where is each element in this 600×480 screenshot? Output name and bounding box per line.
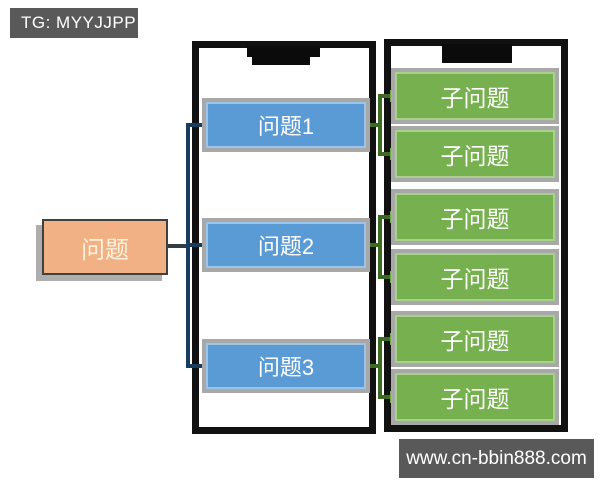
connector-to-subproblem2	[380, 152, 395, 156]
connection-tick	[390, 211, 393, 223]
connector-pair2-trunk	[378, 215, 382, 279]
connector-pair3-trunk	[378, 337, 382, 399]
connector-to-subproblem4	[380, 275, 395, 279]
subproblem-node-3: 子问题	[395, 193, 555, 241]
connector-problem3-out	[366, 364, 380, 368]
connector-problem2-out	[366, 243, 380, 247]
subproblem-node-4: 子问题	[395, 253, 555, 301]
connection-tick	[390, 391, 393, 403]
connector-pair1-trunk	[378, 94, 382, 156]
connection-tick	[390, 148, 393, 160]
redacted-title-bar	[252, 55, 310, 65]
connector-to-subproblem1	[380, 94, 395, 98]
connector-problem1-out	[366, 123, 380, 127]
redacted-title-bar	[442, 44, 512, 63]
subproblem-node-6: 子问题	[395, 373, 555, 421]
root-problem-node: 问题	[42, 219, 168, 275]
problem-node-3: 问题3	[206, 343, 366, 389]
connector-to-problem1	[188, 123, 206, 127]
connection-tick	[390, 90, 393, 102]
connector-to-problem2	[188, 243, 206, 247]
connection-tick	[390, 333, 393, 345]
tg-badge: TG: MYYJJPP	[10, 8, 138, 38]
problem-node-1: 问题1	[206, 102, 366, 148]
redacted-title-bar	[247, 46, 320, 57]
watermark: www.cn-bbin888.com	[399, 439, 594, 478]
connector-to-subproblem5	[380, 337, 395, 341]
connector-root	[168, 244, 188, 248]
connector-to-problem3	[188, 364, 206, 368]
subproblem-node-2: 子问题	[395, 130, 555, 178]
connector-to-subproblem6	[380, 395, 395, 399]
subproblem-node-1: 子问题	[395, 72, 555, 120]
connection-tick	[390, 271, 393, 283]
problem-node-2: 问题2	[206, 222, 366, 268]
connector-to-subproblem3	[380, 215, 395, 219]
subproblem-node-5: 子问题	[395, 315, 555, 363]
